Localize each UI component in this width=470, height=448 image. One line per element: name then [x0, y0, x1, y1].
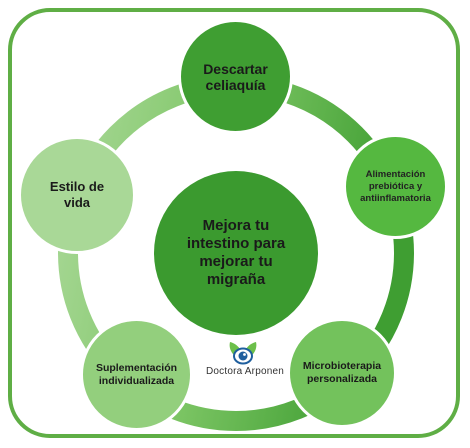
node-suplementacion: Suplementación individualizada	[80, 318, 193, 431]
logo-text: Doctora Arponen	[205, 366, 285, 377]
node-label: Suplementación individualizada	[95, 361, 178, 387]
node-label: Microbioterapia personalizada	[302, 360, 382, 385]
node-descartar-celiaquia: Descartar celiaquía	[178, 19, 293, 134]
node-alimentacion-prebiotica: Alimentación prebiótica y antiinflamator…	[343, 134, 448, 239]
node-microbioterapia: Microbioterapia personalizada	[287, 318, 397, 428]
center-goal-circle: Mejora tu intestino para mejorar tu migr…	[154, 171, 318, 335]
eye-leaf-logo-icon	[229, 342, 257, 365]
node-estilo-de-vida: Estilo de vida	[18, 136, 136, 254]
node-label: Alimentación prebiótica y antiinflamator…	[360, 168, 431, 204]
node-label: Descartar celiaquía	[203, 60, 268, 93]
center-goal-label: Mejora tu intestino para mejorar tu migr…	[186, 217, 286, 288]
node-label: Estilo de vida	[49, 179, 105, 210]
